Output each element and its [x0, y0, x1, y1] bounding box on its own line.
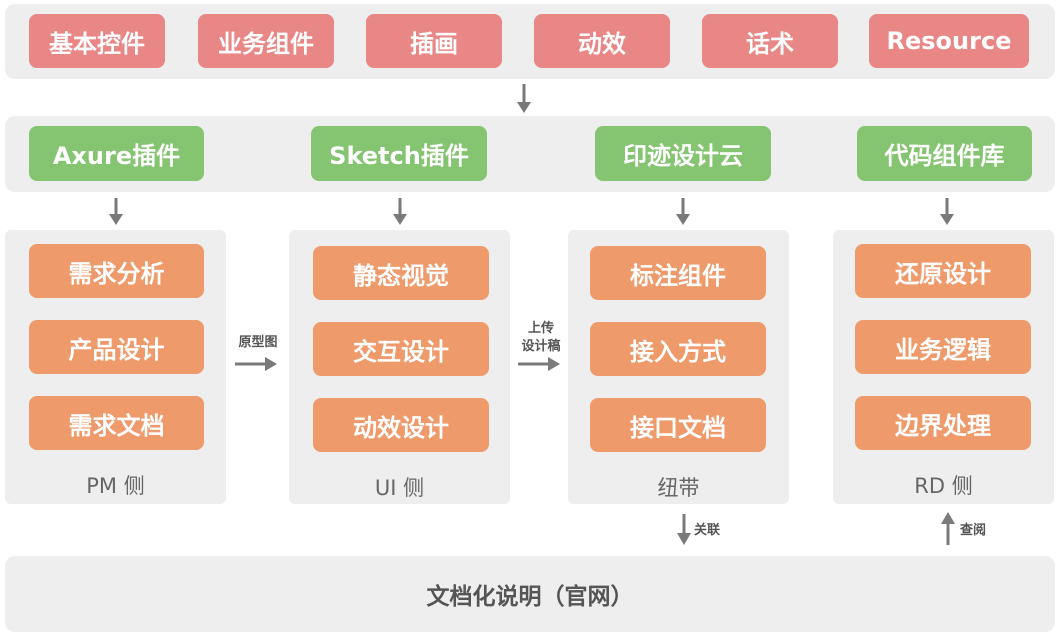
rd-item-edge-handling: 边界处理 — [855, 396, 1031, 450]
arrow-right-icon — [235, 357, 277, 371]
ui-item-motion-design: 动效设计 — [313, 398, 489, 452]
resource-motion: 动效 — [534, 14, 670, 68]
resource-illustration: 插画 — [366, 14, 502, 68]
flow-label-associate: 关联 — [694, 523, 721, 538]
documentation-title: 文档化说明（官网） — [426, 584, 634, 610]
pm-item-product-design: 产品设计 — [29, 320, 204, 374]
plugin-sketch: Sketch插件 — [311, 126, 487, 181]
rd-item-restore-design: 还原设计 — [855, 244, 1031, 298]
flow-label-prototype: 原型图 — [238, 335, 278, 350]
arrow-up-icon — [941, 512, 955, 545]
arrow-down-icon — [940, 198, 954, 225]
plugin-code-component-library: 代码组件库 — [857, 126, 1032, 181]
rd-item-business-logic: 业务逻辑 — [855, 320, 1031, 374]
resource-resource: Resource — [869, 14, 1029, 68]
arrow-down-icon — [517, 84, 531, 113]
link-item-annotation-components: 标注组件 — [590, 246, 766, 300]
resource-basic-controls: 基本控件 — [29, 14, 165, 68]
arrow-down-icon — [676, 198, 690, 225]
pm-caption: PM 侧 — [86, 474, 145, 498]
resource-business-components: 业务组件 — [198, 14, 334, 68]
arrow-down-icon — [393, 198, 407, 225]
pm-item-requirements-analysis: 需求分析 — [29, 244, 204, 298]
documentation-band — [5, 556, 1055, 632]
pm-item-requirements-doc: 需求文档 — [29, 396, 204, 450]
plugin-yinji-design-cloud: 印迹设计云 — [595, 126, 771, 181]
link-item-integration-method: 接入方式 — [590, 322, 766, 376]
flow-label-upload: 上传 — [527, 321, 554, 336]
flow-label-consult: 查阅 — [960, 523, 987, 538]
plugin-axure: Axure插件 — [29, 126, 204, 181]
ui-item-interaction-design: 交互设计 — [313, 322, 489, 376]
arrow-down-icon — [109, 198, 123, 225]
resource-copywriting: 话术 — [702, 14, 838, 68]
ui-caption: UI 侧 — [374, 476, 425, 500]
link-item-api-doc: 接口文档 — [590, 398, 766, 452]
link-caption: 纽带 — [657, 476, 700, 500]
rd-caption: RD 侧 — [914, 474, 973, 498]
flow-label-design-draft: 设计稿 — [521, 339, 561, 354]
arrow-down-icon — [677, 514, 691, 545]
arrow-right-icon — [518, 357, 560, 371]
ui-item-static-visual: 静态视觉 — [313, 246, 489, 300]
